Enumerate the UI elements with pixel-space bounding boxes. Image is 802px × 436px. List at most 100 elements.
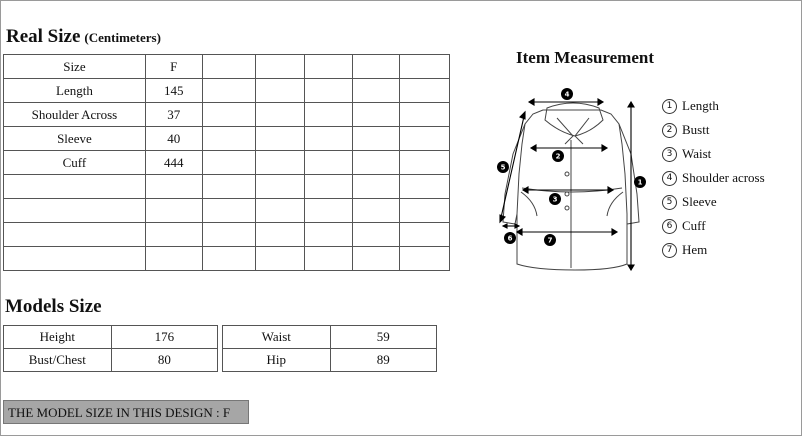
coat-lapel-right [574, 117, 590, 145]
arrowhead [601, 144, 609, 152]
marker-sleeve: 5 [501, 164, 506, 172]
marker-hem: 7 [548, 237, 553, 245]
measure-value: 89 [329, 348, 438, 372]
table-cell [352, 246, 401, 271]
legend-label: Waist [682, 146, 712, 161]
arrowhead [597, 98, 605, 106]
table-cell [254, 126, 306, 151]
legend-number: 5 [662, 194, 677, 210]
table-cell [254, 150, 306, 175]
legend-number: 1 [662, 98, 677, 114]
measure-label: Height [3, 325, 112, 349]
table-cell [201, 78, 256, 103]
legend-item: 4 Shoulder across [662, 166, 765, 190]
legend-number: 7 [662, 242, 677, 258]
marker-cuff: 6 [508, 235, 513, 243]
legend-item: 7 Hem [662, 238, 765, 262]
coat-button-top [564, 171, 570, 177]
marker-bust: 2 [556, 153, 561, 161]
legend-number: 2 [662, 122, 677, 138]
table-cell [352, 54, 401, 79]
table-row [3, 222, 450, 247]
table-cell [201, 222, 256, 247]
table-cell [3, 222, 146, 247]
arrowhead [521, 186, 529, 194]
table-cell [254, 198, 306, 223]
model-size-note: THE MODEL SIZE IN THIS DESIGN : F [3, 400, 249, 424]
legend-label: Hem [682, 242, 708, 257]
marker-shoulder-across: 4 [565, 91, 570, 99]
arrowhead [514, 223, 521, 229]
table-cell [254, 78, 306, 103]
table-cell [254, 102, 306, 127]
table-cell [399, 198, 450, 223]
table-cell [254, 174, 306, 199]
real-size-heading: Real Size(Centimeters) [6, 26, 161, 48]
legend-label: Bustt [682, 122, 710, 137]
legend-label: Shoulder across [682, 170, 765, 185]
table-cell: Length [3, 78, 146, 103]
measure-label: Bust/Chest [3, 348, 112, 372]
coat-button-middle [564, 191, 570, 197]
legend-label: Length [682, 98, 719, 113]
table-cell [201, 126, 256, 151]
table-cell [352, 222, 401, 247]
table-cell [304, 126, 354, 151]
table-cell [304, 198, 354, 223]
legend-item: 3 Waist [662, 142, 765, 166]
legend-item: 6 Cuff [662, 214, 765, 238]
table-cell [352, 198, 401, 223]
table-cell [144, 174, 203, 199]
table-cell [304, 222, 354, 247]
table-cell [201, 198, 256, 223]
table-cell [304, 78, 354, 103]
coat-measurement-diagram: 4 2 3 7 6 5 1 [497, 88, 646, 272]
marker-length: 1 [638, 179, 643, 187]
table-cell: Size [3, 54, 146, 79]
table-row [3, 198, 450, 223]
arrowhead [515, 228, 523, 236]
table-cell [201, 54, 256, 79]
coat-flap-right [606, 191, 624, 217]
measure-value: 176 [110, 325, 219, 349]
coat-lapel-left [556, 117, 574, 145]
marker-waist: 3 [553, 196, 558, 204]
table-cell: Cuff [3, 150, 146, 175]
legend-number: 4 [662, 170, 677, 186]
arrowhead [527, 98, 535, 106]
table-cell [399, 246, 450, 271]
table-cell [399, 150, 450, 175]
table-cell [254, 54, 306, 79]
legend-item: 1 Length [662, 94, 765, 118]
table-cell [201, 174, 256, 199]
table-cell [352, 78, 401, 103]
table-row [3, 174, 450, 199]
legend-number: 6 [662, 218, 677, 234]
arrowhead [611, 228, 619, 236]
legend-number: 3 [662, 146, 677, 162]
real-size-unit: (Centimeters) [84, 30, 161, 45]
legend-label: Cuff [682, 218, 706, 233]
table-cell [304, 150, 354, 175]
arrowhead [607, 186, 615, 194]
coat-flap-left [520, 191, 538, 217]
table-cell [201, 102, 256, 127]
table-cell: 40 [144, 126, 203, 151]
measure-label: Hip [222, 348, 331, 372]
coat-collar-outline [544, 102, 604, 137]
arrowhead [529, 144, 537, 152]
coat-body-outline [516, 109, 628, 271]
table-cell [399, 174, 450, 199]
table-cell [352, 150, 401, 175]
table-cell [399, 102, 450, 127]
